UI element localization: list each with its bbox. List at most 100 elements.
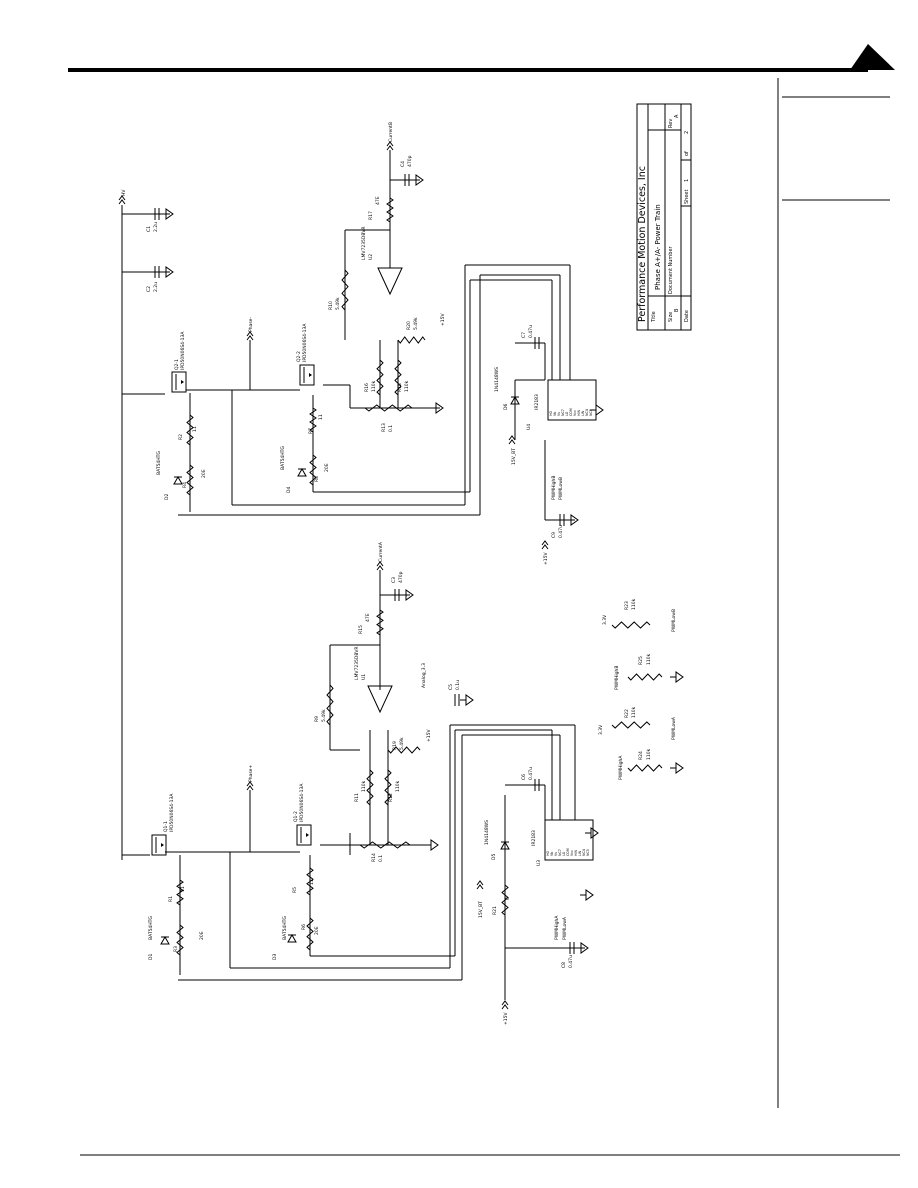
- r5-ref: R5: [292, 887, 298, 893]
- c2-value: 2.2u: [153, 282, 159, 292]
- r3-value: 20E: [199, 931, 205, 940]
- d2-value: BAT54HTG: [156, 451, 162, 475]
- driver-pin-label: COM: [566, 848, 570, 856]
- r17-ref: R17: [368, 211, 374, 220]
- d6-value: 1N4148WS: [494, 367, 500, 392]
- driver-pin-label: Vs: [557, 412, 561, 416]
- r7-ref: R7: [308, 428, 314, 434]
- net-current-a: CurrentA: [378, 541, 384, 562]
- u1-value: LMV7235DBVR: [354, 646, 360, 680]
- r18-value: 110k: [404, 380, 410, 392]
- phase-plus-arrow-icon: [246, 781, 254, 791]
- ground-symbol: [670, 762, 684, 774]
- driver-pin-label: NC4: [582, 849, 586, 856]
- sheet-value: 1: [684, 179, 690, 182]
- c7-ref: C7: [521, 332, 527, 338]
- r19-ref: R19: [392, 741, 398, 750]
- d3-value: BAT54HTG: [282, 916, 288, 940]
- r16-value: 110k: [371, 380, 377, 392]
- net-current-b: CurrentB: [388, 122, 394, 142]
- r3-ref: R3: [173, 946, 179, 952]
- r20-ref: R20: [406, 321, 412, 330]
- title-block: Performance Motion Devices, Inc Title Ph…: [636, 103, 692, 331]
- r4-value: 20E: [201, 469, 207, 478]
- driver-pin-label: Vcc: [570, 850, 574, 856]
- u2-value: LMV7235DBVR: [361, 226, 367, 260]
- r12-value: 110k: [395, 780, 401, 792]
- 15v-bt-arrow-icon: [508, 435, 516, 445]
- resistor-r10: [341, 269, 349, 311]
- r21-ref: R21: [492, 906, 498, 915]
- q1-1-value: IPD50N06S4-13A: [169, 793, 175, 832]
- current-a-arrow-icon: [376, 561, 384, 571]
- net-analog: Analog_3.3: [421, 663, 427, 688]
- driver-pin-label: NC5: [586, 849, 590, 856]
- driver-pin-label: HO: [549, 411, 553, 416]
- resistor-r21: [501, 884, 509, 916]
- r2-ref: R2: [178, 434, 184, 440]
- diode-d2: [173, 475, 183, 485]
- driver-pin-label: Vb: [553, 412, 557, 416]
- ground-symbol: [430, 402, 444, 414]
- net-pwm-high-a-pull: PWMHighA: [618, 755, 624, 780]
- u4-value: IR2183: [534, 394, 540, 410]
- r6-ref: R6: [301, 924, 307, 930]
- resistor-r11: [366, 769, 374, 806]
- r16-ref: R16: [364, 383, 370, 392]
- d5-ref: D5: [491, 854, 497, 860]
- title-label: Title: [651, 311, 657, 323]
- capacitor-c3: [394, 589, 400, 601]
- resistor-r14: [359, 841, 411, 849]
- c9-ref: C9: [551, 532, 557, 538]
- resistor-r22: [611, 721, 651, 729]
- diode-d1: [160, 935, 170, 945]
- net-pwm-low-a-pull: PWMLowA: [671, 716, 677, 740]
- resistor-r7: [309, 407, 317, 433]
- sheet-label: Sheet: [684, 190, 690, 204]
- c1-ref: C1: [146, 226, 152, 232]
- hv-arrow-icon: [118, 195, 126, 205]
- resistor-r3: [176, 924, 184, 956]
- r15-ref: R15: [358, 625, 364, 634]
- c6-value: 0.47u: [528, 767, 534, 780]
- u4-ref: U4: [526, 424, 532, 430]
- ground-symbol: [585, 827, 599, 839]
- c5-value: 0.1u: [455, 680, 461, 690]
- r7-value: 11: [318, 414, 324, 420]
- of-value: 2: [684, 131, 690, 134]
- u1-ref: U1: [361, 674, 367, 680]
- capacitor-c7: [534, 337, 540, 349]
- ground-symbol: [410, 174, 424, 186]
- r5-value: 11: [309, 879, 315, 885]
- c3-value: 470p: [398, 571, 404, 583]
- c7-value: 0.47u: [528, 325, 534, 338]
- r12-ref: R12: [388, 793, 394, 802]
- r24-ref: R24: [638, 751, 644, 760]
- d5-value: 1N4148WS: [484, 820, 490, 845]
- net-15v-u3: +15V: [503, 1012, 509, 1025]
- size-value: B: [674, 308, 680, 312]
- diode-d3: [287, 933, 297, 943]
- r21-value: 0: [505, 897, 511, 900]
- 15v-bt-a-arrow-icon: [476, 880, 484, 890]
- driver-pin-label: LIN: [581, 410, 585, 416]
- ground-symbol: [565, 514, 579, 526]
- q2-1-value: IPD50N06S4-13A: [180, 331, 186, 370]
- net-15v-r20: +15V: [440, 313, 446, 326]
- driver-pin-label: COM: [569, 408, 573, 416]
- r25-ref: R25: [638, 656, 644, 665]
- r20-value: 5.49k: [413, 317, 419, 330]
- capacitor-c2: [154, 266, 160, 278]
- resistor-r17: [386, 197, 394, 223]
- q1-2-value: IPD50N06S4-13A: [299, 783, 305, 822]
- c1-value: 2.2u: [153, 222, 159, 232]
- r10-ref: R10: [328, 301, 334, 310]
- net-pwm-low-b: PWMLowB: [558, 477, 564, 500]
- resistor-r25: [627, 673, 663, 681]
- diode-d5: [500, 840, 510, 850]
- q2-2-value: IPD50N06S4-13A: [302, 323, 308, 362]
- diode-d4: [297, 467, 307, 477]
- mosfet-q1-2: [296, 824, 312, 846]
- r23-ref: R23: [624, 601, 630, 610]
